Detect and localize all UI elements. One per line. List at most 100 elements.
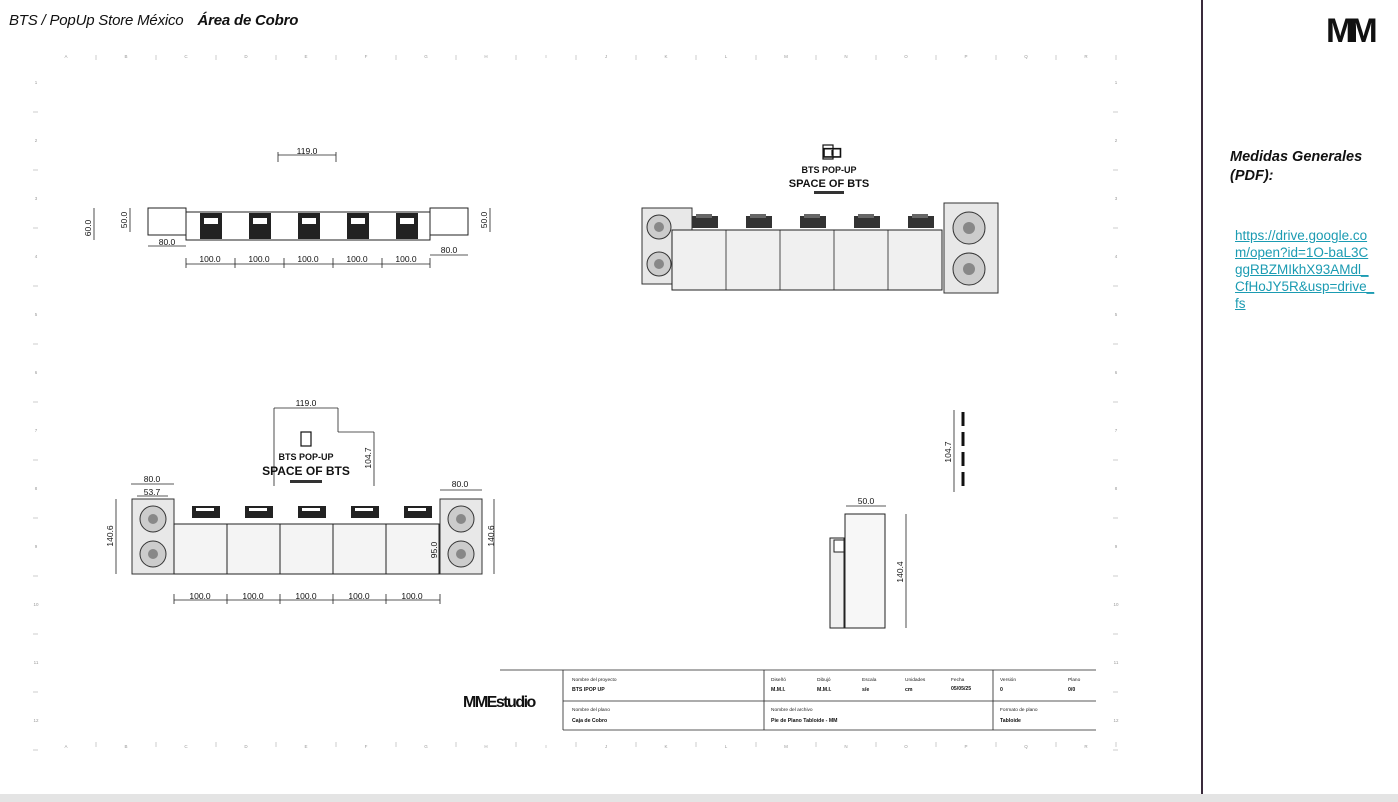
iso-register (692, 216, 718, 228)
svg-text:B: B (124, 744, 127, 749)
brand-logo: MM (1326, 12, 1378, 50)
svg-text:M: M (784, 744, 788, 749)
svg-text:P: P (964, 54, 967, 59)
svg-text:Q: Q (1024, 54, 1028, 59)
svg-text:R: R (1084, 744, 1088, 749)
pdf-link[interactable]: https://drive.google.com/open?id=1O-baL3… (1235, 228, 1375, 311)
tb-version-label: Versión (1000, 677, 1016, 683)
svg-text:J: J (605, 744, 607, 749)
tb-design-label: Diseñó (771, 677, 786, 683)
elev-dim-sign-h: 104.7 (363, 447, 373, 469)
svg-text:7: 7 (35, 428, 38, 433)
elev-counter (226, 523, 281, 575)
side-dim-w: 50.0 (858, 496, 875, 506)
side-dim-sign-h: 104.7 (943, 441, 953, 463)
tb-scale-value: s/e (862, 687, 869, 693)
tb-drawn-value: M.M.I. (817, 687, 832, 693)
bottom-scrollbar[interactable] (0, 794, 1398, 802)
tb-plan-name-value: Caja de Cobro (572, 718, 607, 724)
svg-text:F: F (365, 54, 368, 59)
elev-dim-left-inner: 53.7 (144, 487, 161, 497)
plan-dim-unit: 100.0 (297, 254, 319, 264)
elev-dim-unit: 100.0 (295, 591, 317, 601)
plan-register (298, 213, 320, 239)
plan-dim-depth: 60.0 (83, 219, 93, 236)
elev-sign-line2: SPACE OF BTS (262, 464, 350, 478)
elev-dim-top: 119.0 (296, 398, 317, 408)
elev-dim-right-w: 80.0 (452, 479, 469, 489)
plan-dim-right-inner: 50.0 (479, 211, 489, 228)
plan-register (200, 213, 222, 239)
svg-text:5: 5 (1115, 312, 1118, 317)
iso-register (854, 216, 880, 228)
svg-text:C: C (184, 54, 188, 59)
elev-counter (332, 523, 387, 575)
tb-file-value: Pie de Plano Tabloide - MM (771, 718, 837, 724)
tb-format-label: Formato de plano (1000, 707, 1038, 713)
elev-register (351, 506, 379, 518)
elev-dim-unit: 100.0 (348, 591, 370, 601)
plan-dim-unit: 100.0 (346, 254, 368, 264)
iso-register (800, 216, 826, 228)
plan-register (396, 213, 418, 239)
svg-text:I: I (545, 54, 546, 59)
svg-text:9: 9 (35, 544, 38, 549)
tb-project-label: Nombre del proyecto (572, 677, 617, 683)
svg-text:2: 2 (1115, 138, 1118, 143)
tb-project-value: BTS IPOP UP (572, 687, 605, 693)
tb-plan-name-label: Nombre del plano (572, 707, 610, 713)
plan-dim-unit: 100.0 (199, 254, 221, 264)
tb-version-value: 0 (1000, 687, 1003, 693)
svg-text:A: A (64, 744, 67, 749)
svg-text:B: B (124, 54, 127, 59)
svg-text:4: 4 (1115, 254, 1118, 259)
tb-sheet-value: 0/0 (1068, 687, 1075, 693)
title-block: MMEstudio Nombre del proyecto BTS IPOP U… (463, 669, 1096, 731)
svg-text:N: N (844, 744, 847, 749)
sidebar-divider (1201, 0, 1203, 794)
iso-sign-line2: SPACE OF BTS (789, 178, 869, 190)
svg-text:11: 11 (1114, 660, 1119, 665)
svg-text:10: 10 (1113, 602, 1119, 607)
tb-file-label: Nombre del archivo (771, 707, 813, 713)
plan-dim-left-inner: 50.0 (119, 211, 129, 228)
tb-drawn-label: Dibujó (817, 677, 831, 683)
svg-text:L: L (725, 744, 728, 749)
sidebar-title: Medidas Generales (PDF): (1230, 149, 1363, 184)
tb-date-label: Fecha (951, 677, 965, 683)
svg-text:1: 1 (1115, 80, 1118, 85)
svg-text:G: G (424, 54, 428, 59)
svg-text:9: 9 (1115, 544, 1118, 549)
svg-text:O: O (904, 54, 908, 59)
tb-scale-label: Escala (862, 677, 877, 683)
elev-dim-unit: 100.0 (401, 591, 423, 601)
svg-text:Q: Q (1024, 744, 1028, 749)
elev-register (404, 506, 432, 518)
svg-text:11: 11 (34, 660, 39, 665)
plan-dim-right-side: 80.0 (441, 245, 458, 255)
tb-date-value: 05/05/25 (951, 686, 971, 692)
svg-text:L: L (725, 54, 728, 59)
svg-text:F: F (365, 744, 368, 749)
isometric-view: 🀱 BTS POP-UP SPACE OF BTS (641, 144, 999, 294)
svg-text:7: 7 (1115, 428, 1118, 433)
svg-text:P: P (964, 744, 967, 749)
svg-text:6: 6 (1115, 370, 1118, 375)
svg-text:8: 8 (35, 486, 38, 491)
svg-text:6: 6 (35, 370, 38, 375)
svg-text:8: 8 (1115, 486, 1118, 491)
svg-text:3: 3 (35, 196, 38, 201)
svg-text:5: 5 (35, 312, 38, 317)
elev-dim-inner-h: 95.0 (429, 541, 439, 558)
front-elevation: 119.0 104.7 BTS POP-UP SPACE OF BTS 80.0… (105, 398, 496, 604)
tb-units-label: Unidades (905, 677, 926, 683)
tb-format-value: Tabloide (1000, 718, 1021, 724)
plan-register (249, 213, 271, 239)
side-view: 50.0 140.4 104.7 (829, 410, 965, 629)
plan-dim-top: 119.0 (297, 146, 318, 156)
svg-text:R: R (1084, 54, 1088, 59)
